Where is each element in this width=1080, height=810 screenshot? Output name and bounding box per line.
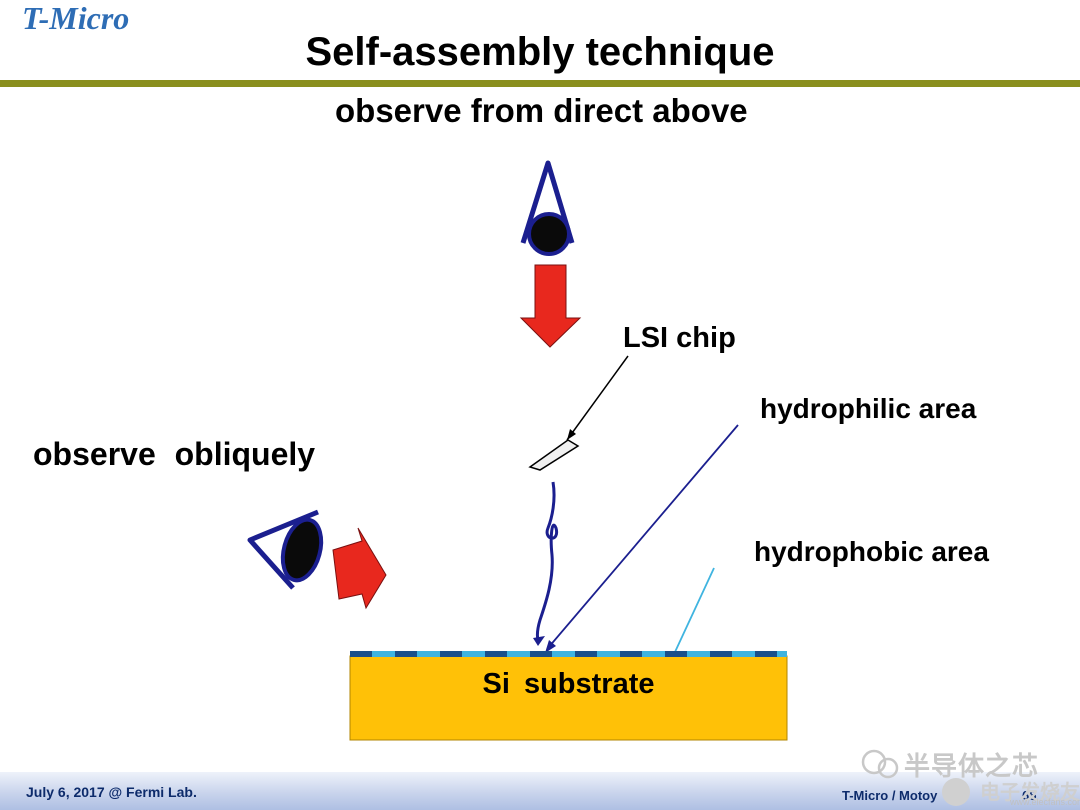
observe-obliquely-label: observe obliquely — [33, 436, 316, 472]
eye-oblique-icon — [247, 509, 324, 590]
watermark-wechat-icon — [861, 749, 970, 806]
title-rule — [0, 80, 1080, 87]
surface-stripe — [350, 651, 787, 657]
subtitle-observe-above: observe from direct above — [335, 92, 748, 129]
footer-author: T-Micro / Motoy — [842, 788, 938, 803]
hydrophilic-leader — [547, 424, 739, 649]
footer-date: July 6, 2017 @ Fermi Lab. — [26, 784, 197, 800]
falling-path — [535, 481, 559, 641]
si-substrate — [349, 655, 788, 741]
brand-logo: T-Micro — [22, 0, 130, 36]
lsi-chip-leader — [566, 355, 629, 441]
footer-band — [0, 772, 1080, 810]
hydrophilic-label: hydrophilic area — [760, 393, 977, 424]
watermark-text: 半导体之芯 — [904, 751, 1040, 781]
watermark-url: www.elecfans.com — [1010, 797, 1080, 807]
hydrophobic-leader — [674, 567, 715, 653]
watermark-text-2: 电子发烧友 — [980, 782, 1080, 804]
si-substrate-label: Si substrate — [482, 668, 655, 700]
page-number: 65 — [1022, 788, 1037, 803]
lsi-chip — [528, 439, 580, 471]
down-arrow-icon — [519, 264, 582, 348]
lsi-chip-label: LSI chip — [623, 322, 736, 354]
hydrophobic-label: hydrophobic area — [754, 536, 989, 567]
slide-title: Self-assembly technique — [305, 30, 775, 74]
eye-above-icon — [520, 160, 575, 256]
right-arrow-icon — [332, 527, 387, 610]
